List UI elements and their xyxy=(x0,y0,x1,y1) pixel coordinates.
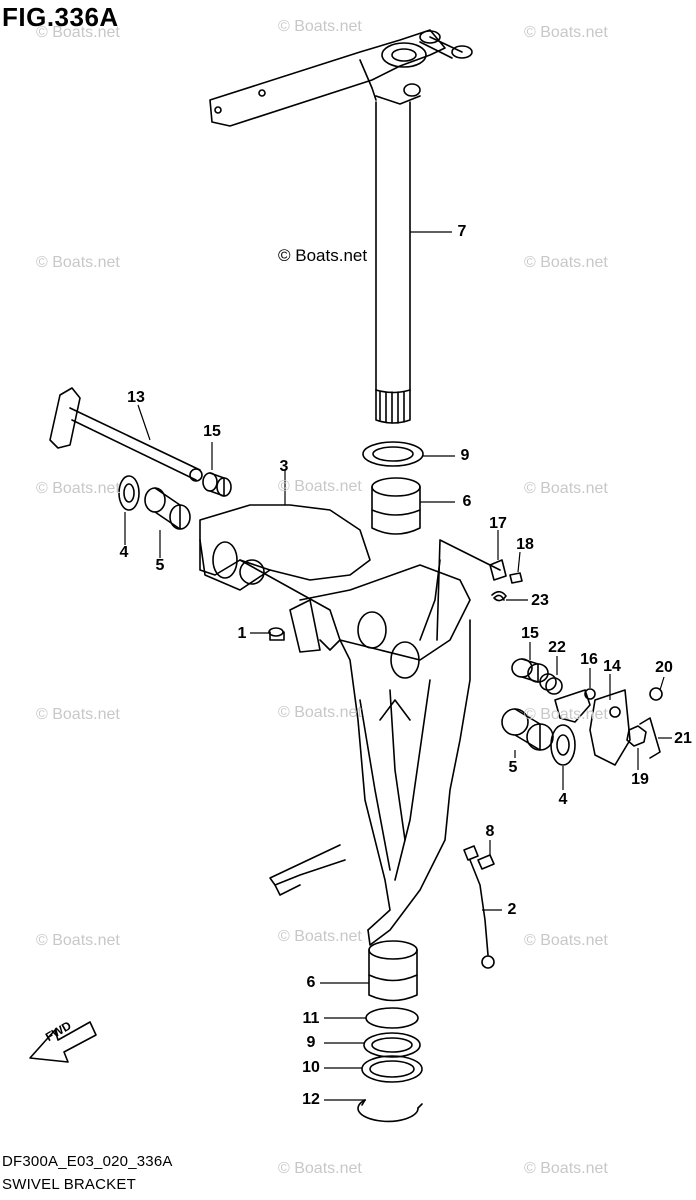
callout-10: 10 xyxy=(302,1059,320,1076)
callout-2: 2 xyxy=(507,901,517,918)
watermark: © Boats.net xyxy=(524,932,608,949)
nut-part-19 xyxy=(626,725,647,747)
tilt-rod-part xyxy=(49,387,203,482)
watermark: © Boats.net xyxy=(278,18,362,35)
steering-arm-part xyxy=(209,29,473,127)
leader-20 xyxy=(659,676,665,691)
plate-bracket-part xyxy=(489,559,507,581)
thrust-washer-left-part xyxy=(118,475,140,511)
watermark: © Boats.net xyxy=(278,478,362,495)
bushing-left-part xyxy=(144,487,191,530)
screw-part-8 xyxy=(477,854,495,870)
watermark: © Boats.net xyxy=(36,24,120,41)
watermark: © Boats.net xyxy=(36,254,120,271)
steering-shaft-part xyxy=(375,101,411,424)
plate-part-14 xyxy=(589,689,631,766)
callout-11: 11 xyxy=(302,1010,320,1027)
callout-23: 23 xyxy=(531,592,549,609)
callout-17: 17 xyxy=(489,515,507,532)
callout-13: 13 xyxy=(127,389,145,406)
diagram-code: DF300A_E03_020_336A xyxy=(2,1153,173,1170)
spring-part-22 xyxy=(539,673,563,695)
watermark: © Boats.net xyxy=(278,1160,362,1177)
lever-part-16 xyxy=(554,688,596,723)
callout-16: 16 xyxy=(580,651,598,668)
callout-8: 8 xyxy=(485,823,495,840)
swivel-bracket-body-part xyxy=(199,504,501,946)
watermark: © Boats.net xyxy=(524,706,608,723)
callout-20: 20 xyxy=(655,659,673,676)
callout-12: 12 xyxy=(302,1091,320,1108)
bolt-part-18 xyxy=(509,572,523,584)
watermark: © Boats.net xyxy=(524,480,608,497)
washer-upper-part xyxy=(362,441,424,467)
callout-3: 3 xyxy=(279,458,289,475)
callout-14: 14 xyxy=(603,658,621,675)
watermark: © Boats.net xyxy=(524,1160,608,1177)
callout-9: 9 xyxy=(306,1034,316,1051)
watermark: © Boats.net xyxy=(36,932,120,949)
washer-part-9-lower xyxy=(363,1032,421,1058)
callout-21: 21 xyxy=(674,730,692,747)
bushing-lower-part xyxy=(368,940,418,1002)
callout-18: 18 xyxy=(516,536,534,553)
callout-15: 15 xyxy=(521,625,539,642)
grease-nipple-part xyxy=(268,627,285,641)
leader-18 xyxy=(517,551,521,573)
watermark: © Boats.net xyxy=(524,254,608,271)
callout-4: 4 xyxy=(119,544,129,561)
circlip-part-12 xyxy=(357,1099,423,1123)
callout-4: 4 xyxy=(558,791,568,808)
thrust-washer-right-part xyxy=(550,724,576,766)
washer-part-11 xyxy=(365,1007,419,1029)
callout-5: 5 xyxy=(155,557,165,574)
ground-wire-part-2 xyxy=(463,845,495,969)
pin-part-21 xyxy=(639,717,661,759)
bushing-upper-part xyxy=(371,477,421,535)
fwd-arrow-icon xyxy=(29,1021,97,1063)
watermark: © Boats.net xyxy=(36,706,120,723)
watermark: © Boats.net xyxy=(524,24,608,41)
callout-9: 9 xyxy=(460,447,470,464)
callout-6: 6 xyxy=(462,493,472,510)
leader-13 xyxy=(137,404,151,441)
callout-15: 15 xyxy=(203,423,221,440)
diagram-name: SWIVEL BRACKET xyxy=(2,1176,136,1193)
watermark: © Boats.net xyxy=(36,480,120,497)
bushing-right-part xyxy=(501,708,554,751)
callout-22: 22 xyxy=(548,639,566,656)
callout-5: 5 xyxy=(508,759,518,776)
washer-part-20 xyxy=(649,687,663,701)
callout-1: 1 xyxy=(237,625,247,642)
washer-part-10 xyxy=(361,1055,423,1083)
bushing-small-right-part xyxy=(511,658,549,683)
bushing-small-upper-part xyxy=(202,472,232,497)
figure-title: FIG.336A xyxy=(2,2,119,32)
callout-6: 6 xyxy=(306,974,316,991)
callout-19: 19 xyxy=(631,771,649,788)
callout-7: 7 xyxy=(457,223,467,240)
spring-part-23 xyxy=(491,590,507,602)
watermark: © Boats.net xyxy=(278,704,362,721)
center-credit: © Boats.net xyxy=(278,246,368,265)
watermark: © Boats.net xyxy=(278,928,362,945)
